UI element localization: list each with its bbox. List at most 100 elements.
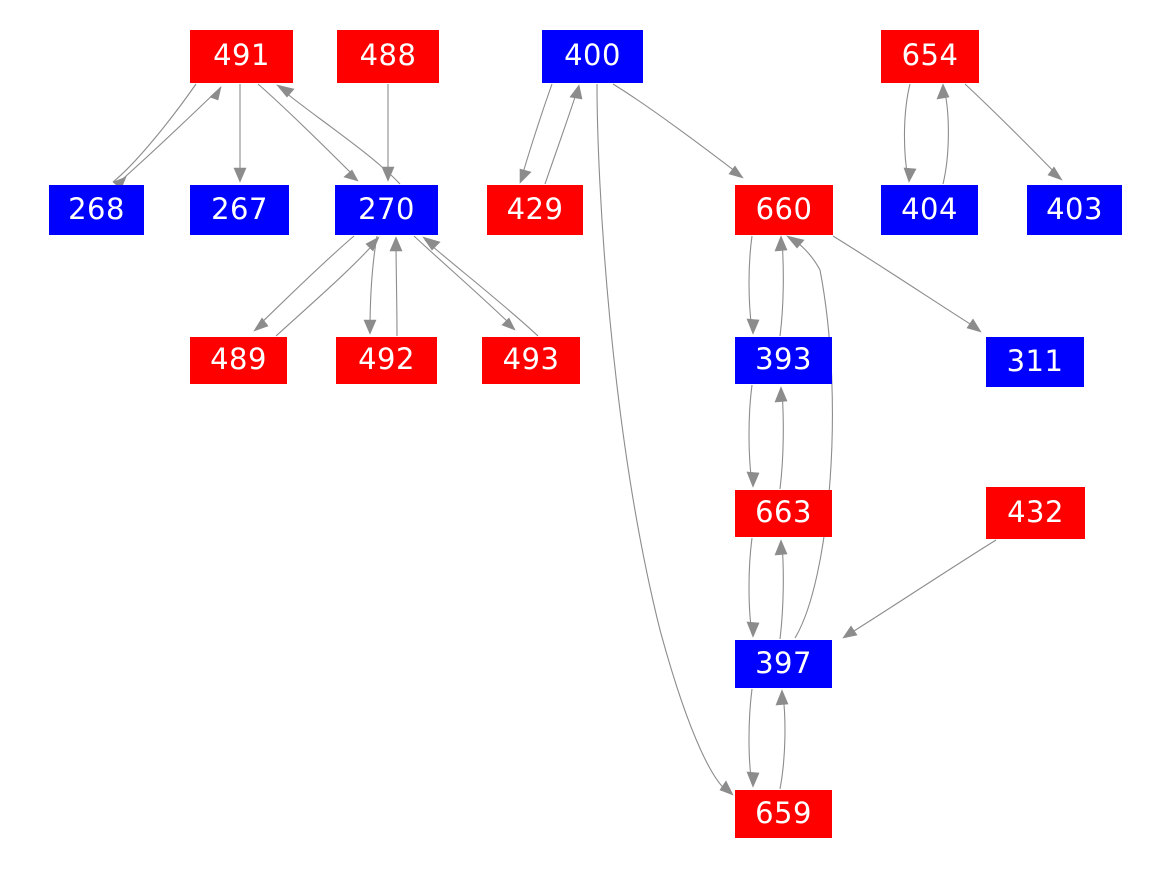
edge-line [779,239,784,337]
node-label: 311 [1006,343,1064,378]
edge-line [520,83,553,181]
graph-node-429[interactable]: 429 [487,185,583,235]
graph-node-267[interactable]: 267 [190,185,289,235]
node-label: 404 [901,191,958,226]
edge-429-to-400 [544,84,583,185]
arrowhead-icon [365,236,380,252]
edge-line [845,539,997,637]
node-label: 663 [755,495,812,529]
edge-line [424,239,539,337]
arrowhead-icon [966,318,982,333]
edge-493-to-270 [422,236,539,337]
arrowhead-icon [746,318,760,335]
edge-line [413,235,514,328]
graph-node-659[interactable]: 659 [735,790,832,838]
node-label: 488 [359,38,417,72]
edge-491-to-267 [233,84,247,183]
arrowhead-icon [276,84,295,98]
graph-node-404[interactable]: 404 [881,185,978,235]
edge-line [748,537,753,635]
edge-line [964,83,1060,178]
edge-line [395,239,398,337]
node-label: 493 [502,342,560,376]
node-label: 654 [901,38,959,72]
edge-line [255,235,355,329]
edge-line [369,235,378,332]
graph-node-311[interactable]: 311 [986,337,1084,387]
edge-400-to-659 [596,83,734,796]
edge-line [748,235,753,332]
arrowhead-icon [903,167,917,183]
edge-393-to-663 [746,384,760,488]
arrowhead-icon [775,689,789,706]
edge-492-to-270 [389,236,403,337]
graph-node-397[interactable]: 397 [735,640,832,688]
graph-node-489[interactable]: 489 [190,337,287,384]
graph-node-270[interactable]: 270 [335,185,438,235]
arrowhead-icon [569,84,583,100]
edge-line [832,235,979,330]
node-label: 432 [1007,494,1064,529]
edge-400-to-429 [519,83,553,184]
node-label: 491 [213,38,270,72]
graph-node-493[interactable]: 493 [482,337,580,384]
graph-node-491[interactable]: 491 [190,30,293,83]
edge-268-to-491 [116,86,222,185]
node-label: 393 [755,342,812,376]
node-label: 397 [755,645,812,680]
node-label: 660 [755,191,813,226]
node-label: 429 [506,191,564,226]
arrowhead-icon [422,236,441,251]
edge-400-to-660 [612,83,744,179]
edge-line [544,87,579,185]
edge-line [278,86,401,185]
arrowhead-icon [719,780,734,796]
node-label: 492 [358,342,415,376]
node-label: 268 [68,191,125,226]
edge-491-to-268 [112,83,197,190]
arrowhead-icon [1047,166,1063,181]
edge-line [903,83,911,179]
graph-node-432[interactable]: 432 [986,487,1085,539]
edge-397-to-659 [746,688,760,788]
arrowhead-icon [774,539,788,556]
graph-node-492[interactable]: 492 [336,337,437,384]
arrowhead-icon [746,771,760,788]
node-label: 659 [755,795,812,830]
arrowhead-icon [381,166,395,182]
edge-line [779,543,784,640]
edge-line [748,384,753,485]
graph-node-663[interactable]: 663 [735,490,832,537]
graph-node-660[interactable]: 660 [735,185,833,235]
graph-node-393[interactable]: 393 [735,337,832,384]
arrowhead-icon [774,235,788,252]
arrowhead-icon [343,169,359,182]
graph-node-654[interactable]: 654 [881,30,979,83]
edge-654-to-404 [903,83,917,183]
arrowhead-icon [233,167,247,183]
arrowhead-icon [519,168,532,184]
edge-654-to-403 [964,83,1063,181]
edge-270-to-489 [253,235,355,332]
edge-line [612,83,741,176]
graph-node-268[interactable]: 268 [49,185,144,235]
node-label: 400 [564,38,621,72]
arrowhead-icon [501,317,516,331]
edge-404-to-654 [936,83,950,185]
graph-node-400[interactable]: 400 [542,30,643,83]
edge-line [789,237,833,639]
edge-line [748,688,753,785]
arrowhead-icon [774,386,788,403]
edge-659-to-397 [775,689,789,790]
graph-node-488[interactable]: 488 [337,30,439,83]
edge-line [779,390,784,490]
edge-270-to-493 [413,235,516,331]
edge-397-to-660 [786,235,833,639]
edge-line [596,83,731,794]
edge-393-to-660 [774,235,788,337]
graph-node-403[interactable]: 403 [1027,185,1122,235]
arrowhead-icon [842,625,858,639]
edge-270-to-491 [276,84,401,185]
edge-line [112,83,197,183]
